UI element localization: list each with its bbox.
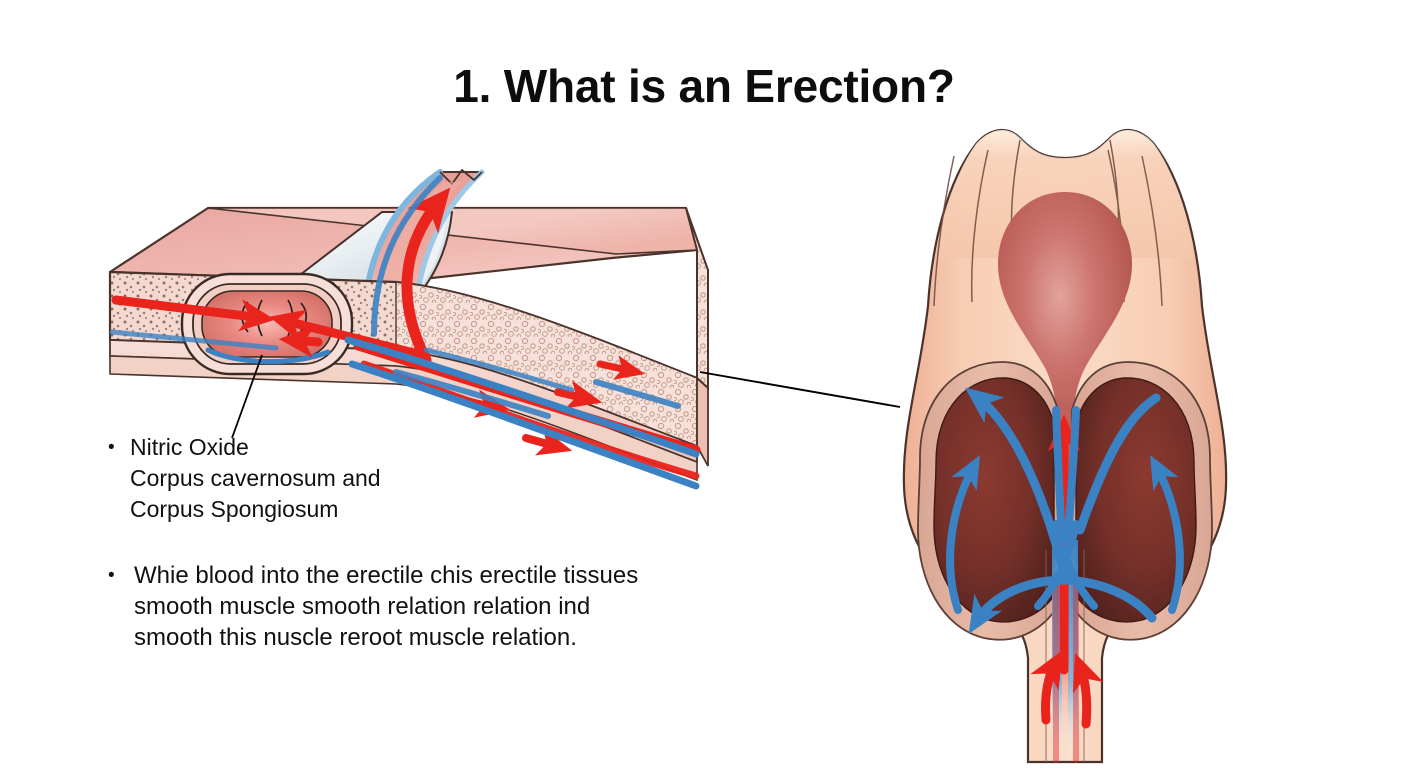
figure-penis-longitudinal-section: [902, 128, 1228, 764]
corpus-cavernosum-right: [1075, 377, 1197, 623]
block-to-section-leader: [699, 371, 901, 408]
bullet-line: Nitric Oxide: [130, 434, 249, 460]
bullet-block-erectile-tissue: • Whie blood into the erectile chis erec…: [108, 560, 808, 653]
bullet-block-nitric-oxide: • Nitric Oxide Corpus cavernosum and Cor…: [108, 432, 578, 525]
bullet-line: smooth muscle smooth relation relation i…: [134, 593, 591, 620]
corpora-cavernosa: [933, 377, 1197, 623]
bullet-lines: Whie blood into the erectile chis erecti…: [134, 560, 808, 653]
corpus-cavernosum-left: [933, 377, 1055, 623]
figure-erectile-tissue-block: [108, 169, 709, 490]
venous-return-arrows: [946, 387, 1184, 634]
bullet-marker: •: [108, 565, 115, 586]
bullet-lines: Nitric Oxide Corpus cavernosum and Corpu…: [130, 432, 578, 525]
bullet-line: Whie blood into the erectile chis erecti…: [134, 562, 639, 589]
venous-flow-channels: [109, 175, 700, 490]
bullet-line: smooth this nuscle reroot muscle relatio…: [134, 624, 577, 651]
page-title: 1. What is an Erection?: [453, 60, 955, 112]
bullet-line: Corpus cavernosum and: [130, 465, 381, 491]
bullet-marker: •: [108, 437, 115, 458]
artery-lumen-cross-section: [180, 272, 354, 376]
bullet-line: Corpus Spongiosum: [130, 496, 339, 522]
